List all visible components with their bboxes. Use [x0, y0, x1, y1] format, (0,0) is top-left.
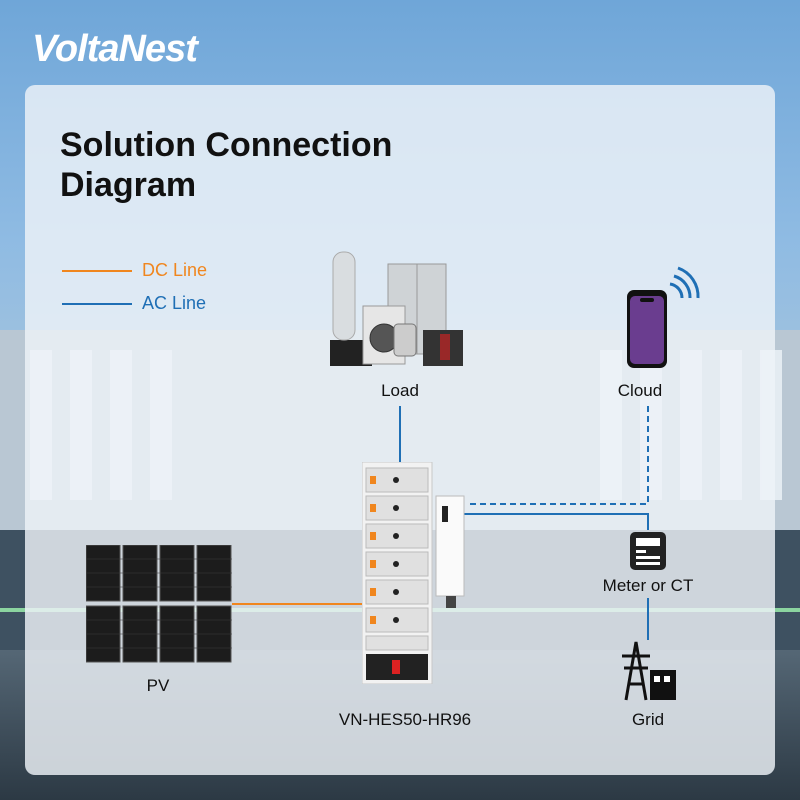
meter-icon — [630, 532, 666, 570]
brand-logo: VoltaNest — [32, 28, 198, 70]
legend-dc-label: DC Line — [142, 260, 208, 280]
solar-panel-icon — [86, 545, 232, 663]
grid-label: Grid — [631, 710, 665, 729]
pv-label: PV — [146, 676, 170, 695]
power-tower-icon — [622, 641, 676, 701]
cloud-label: Cloud — [617, 381, 663, 400]
meter-connection — [462, 513, 649, 530]
legend-ac-label: AC Line — [142, 293, 207, 313]
cloud-connection — [468, 406, 649, 505]
meter-label: Meter or CT — [602, 576, 694, 595]
legend-ac-line — [62, 303, 132, 305]
load-label: Load — [381, 381, 419, 400]
page-title: Solution Connection Diagram — [60, 126, 393, 204]
smartphone-wifi-icon — [627, 266, 700, 368]
system-label: VN-HES50-HR96 — [338, 710, 472, 729]
battery-inverter-icon — [362, 462, 465, 684]
legend-dc-line — [62, 270, 132, 272]
appliances-icon — [330, 251, 463, 366]
